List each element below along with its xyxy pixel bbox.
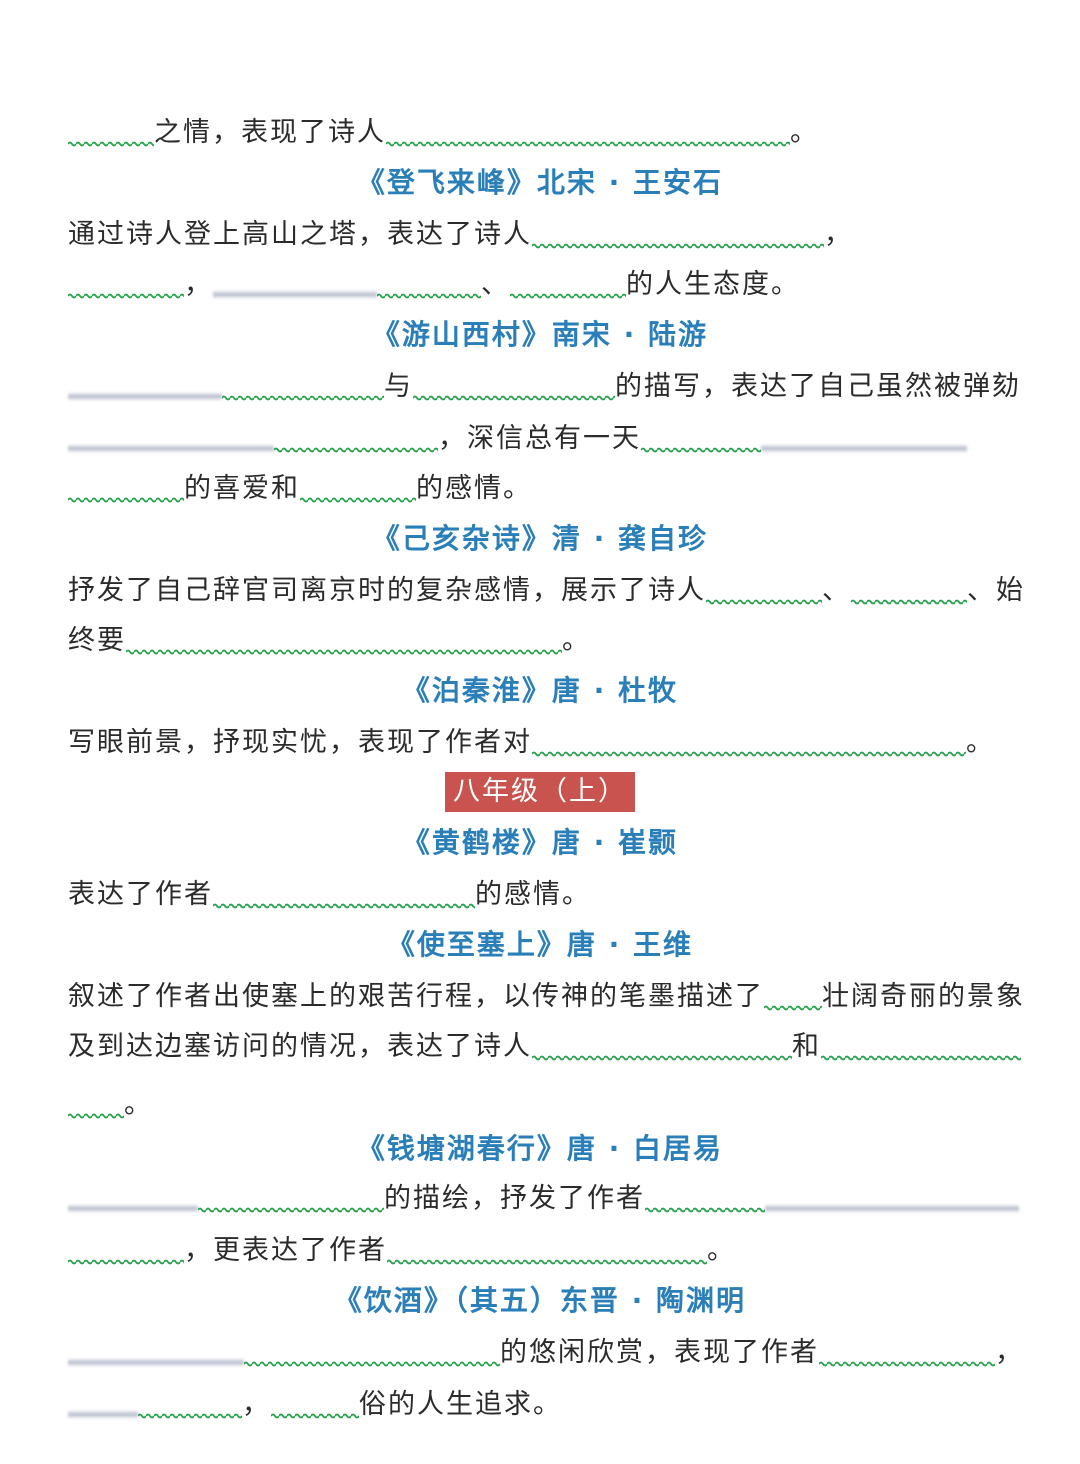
- line-text: 的悠闲欣赏，表现了作者: [500, 1337, 819, 1368]
- line-text: 、始: [967, 575, 1025, 606]
- line-text: 、: [481, 269, 510, 300]
- answer-blank[interactable]: [271, 1389, 359, 1419]
- answer-blank[interactable]: [274, 423, 438, 453]
- line-text: 抒发了自己辞官司离京时的复杂感情，展示了诗人: [68, 575, 706, 606]
- text-line: 抒发了自己辞官司离京时的复杂感情，展示了诗人 、 、始: [68, 566, 1023, 616]
- answer-blank[interactable]: [377, 269, 481, 299]
- blurred-answer: [765, 1183, 1019, 1213]
- poem-title: 《钱塘湖春行》唐 · 白居易: [356, 1132, 724, 1165]
- poem-title: 《黄鹤楼》唐 · 崔颢: [401, 826, 679, 859]
- text-line: 表达了作者 的感情。: [68, 870, 1012, 920]
- answer-blank[interactable]: [532, 219, 824, 249]
- answer-blank[interactable]: [244, 1337, 500, 1367]
- line-text: 。: [124, 1089, 153, 1120]
- line-text: ，更表达了作者: [184, 1235, 387, 1266]
- grade-label: 八年级（上）: [445, 772, 635, 812]
- answer-blank[interactable]: [198, 1183, 384, 1213]
- line-text: 之情，表现了诗人: [154, 117, 386, 148]
- poem-title: 《登飞来峰》北宋 · 王安石: [356, 166, 724, 199]
- text-line: 。: [68, 1080, 1012, 1130]
- answer-blank[interactable]: [68, 1089, 124, 1119]
- line-text: ，: [824, 219, 853, 250]
- line-text: 。: [707, 1235, 736, 1266]
- poem-title: 《己亥杂诗》清 · 龚自珍: [371, 522, 709, 555]
- answer-blank[interactable]: [510, 269, 626, 299]
- blurred-answer: [213, 269, 377, 299]
- line-text: 写眼前景，抒现实忧，表现了作者对: [68, 727, 532, 758]
- line-text: 。: [966, 727, 995, 758]
- answer-blank[interactable]: [126, 625, 562, 655]
- poem-title: 《泊秦淮》唐 · 杜牧: [401, 674, 679, 707]
- line-text: ，: [242, 1389, 271, 1420]
- line-text: 的喜爱和: [184, 473, 300, 504]
- poem-title: 《饮酒》（其五）东晋 · 陶渊明: [333, 1284, 747, 1317]
- answer-blank[interactable]: [68, 117, 154, 147]
- answer-blank[interactable]: [68, 1235, 184, 1265]
- answer-blank[interactable]: [764, 981, 822, 1011]
- blurred-answer: [68, 1337, 244, 1367]
- line-text: 的感情。: [416, 473, 532, 504]
- answer-blank[interactable]: [68, 473, 184, 503]
- line-text: ，: [184, 269, 213, 300]
- line-text: 及到达边塞访问的情况，表达了诗人: [68, 1031, 532, 1062]
- line-text: 。: [562, 625, 591, 656]
- grade-section-header: 八年级（上）: [0, 772, 1080, 812]
- text-line: 的喜爱和 的感情。: [68, 464, 1012, 514]
- blurred-answer: [68, 423, 274, 453]
- answer-blank[interactable]: [387, 1235, 707, 1265]
- line-text: 和: [792, 1031, 821, 1062]
- text-line: 终要 。: [68, 616, 1012, 666]
- blurred-answer: [68, 1389, 138, 1419]
- line-text: 的感情。: [475, 879, 591, 910]
- answer-blank[interactable]: [222, 371, 384, 401]
- blurred-answer: [761, 423, 967, 453]
- line-text: 通过诗人登上高山之塔，表达了诗人: [68, 219, 532, 250]
- answer-blank[interactable]: [851, 575, 967, 605]
- answer-blank[interactable]: [819, 1337, 995, 1367]
- line-text: 叙述了作者出使塞上的艰苦行程，以传神的笔墨描述了: [68, 981, 764, 1012]
- answer-blank[interactable]: [645, 1183, 765, 1213]
- line-text: 的人生态度。: [626, 269, 800, 300]
- answer-blank[interactable]: [386, 117, 790, 147]
- text-line: 通过诗人登上高山之塔，表达了诗人 ，: [68, 210, 1012, 260]
- text-line: ， 俗的人生追求。: [68, 1380, 1012, 1430]
- line-text: ，: [995, 1337, 1024, 1368]
- text-line: 叙述了作者出使塞上的艰苦行程，以传神的笔墨描述了 壮阔奇丽的景象: [68, 972, 1023, 1022]
- text-line: ，更表达了作者 。: [68, 1226, 1012, 1276]
- text-line: 写眼前景，抒现实忧，表现了作者对 。: [68, 718, 1012, 768]
- line-text: 与: [384, 371, 413, 402]
- blurred-answer: [68, 371, 222, 401]
- answer-blank[interactable]: [138, 1389, 242, 1419]
- answer-blank[interactable]: [821, 1031, 1021, 1061]
- answer-blank[interactable]: [68, 269, 184, 299]
- line-text: 。: [790, 117, 819, 148]
- answer-blank[interactable]: [532, 727, 966, 757]
- text-line: 之情，表现了诗人 。: [68, 108, 1012, 158]
- line-text: 、: [822, 575, 851, 606]
- line-text: 表达了作者: [68, 879, 213, 910]
- line-text: 俗的人生追求。: [359, 1389, 562, 1420]
- text-line: ，深信总有一天: [68, 414, 1012, 464]
- line-text: 终要: [68, 625, 126, 656]
- text-line: ， 、 的人生态度。: [68, 260, 1012, 310]
- answer-blank[interactable]: [300, 473, 416, 503]
- text-line: 及到达边塞访问的情况，表达了诗人 和: [68, 1022, 1021, 1072]
- answer-blank[interactable]: [641, 423, 761, 453]
- answer-blank[interactable]: [213, 879, 475, 909]
- line-text: 的描绘，抒发了作者: [384, 1183, 645, 1214]
- text-line: 与 的描写，表达了自己虽然被弹劾: [68, 362, 1019, 412]
- blurred-answer: [68, 1183, 198, 1213]
- poem-title: 《游山西村》南宋 · 陆游: [371, 318, 709, 351]
- answer-blank[interactable]: [706, 575, 822, 605]
- text-line: 的悠闲欣赏，表现了作者 ，: [68, 1328, 1022, 1378]
- poem-title: 《使至塞上》唐 · 王维: [386, 928, 694, 961]
- answer-blank[interactable]: [413, 371, 615, 401]
- line-text: 的描写，表达了自己虽然被弹劾: [615, 371, 1021, 402]
- line-text: ，深信总有一天: [438, 423, 641, 454]
- line-text: 壮阔奇丽的景象: [822, 981, 1025, 1012]
- answer-blank[interactable]: [532, 1031, 792, 1061]
- text-line: 的描绘，抒发了作者: [68, 1174, 1019, 1224]
